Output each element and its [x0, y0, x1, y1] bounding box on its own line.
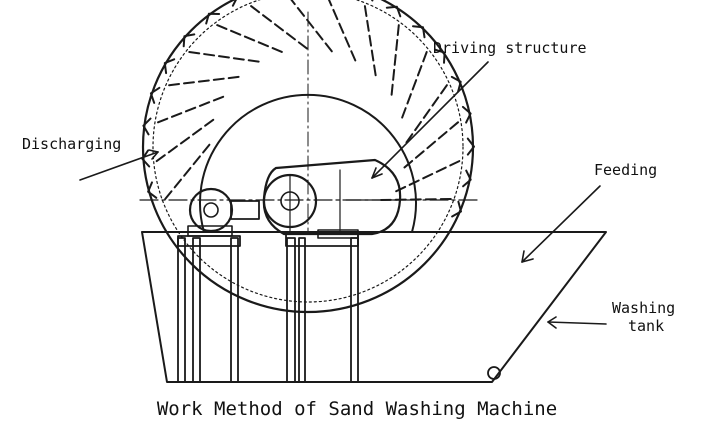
- wheel-teeth: [141, 0, 475, 218]
- wheel-tooth: [461, 105, 472, 124]
- diagram-caption: Work Method of Sand Washing Machine: [156, 398, 558, 420]
- bucket-blade: [290, 0, 334, 54]
- wheel-tooth: [451, 200, 462, 218]
- discharging-label: Discharging: [22, 135, 122, 153]
- bucket-blade: [216, 24, 284, 54]
- wheel-tooth: [205, 12, 221, 25]
- wheel-tooth: [466, 137, 475, 156]
- washing-tank-label-line1: Washing: [612, 299, 676, 317]
- bucket-blade: [164, 143, 211, 200]
- wheel-tooth: [163, 58, 176, 75]
- drive-assembly: [187, 158, 402, 239]
- washing-tank: [141, 231, 607, 383]
- bucket-blade: [188, 51, 261, 63]
- wheel-tooth: [412, 25, 426, 39]
- wheel-tooth: [385, 5, 402, 18]
- bucket-blade: [363, 5, 377, 78]
- bucket-blade: [380, 198, 452, 201]
- wheel-tooth: [182, 33, 196, 48]
- bucket-blade: [400, 51, 428, 120]
- bucket-blades: [155, 0, 461, 201]
- bucket-blade: [390, 24, 400, 97]
- washing-tank-label-line2: tank: [628, 317, 665, 335]
- driving-structure-label: Driving structure: [433, 39, 587, 57]
- bucket-blade: [402, 121, 459, 170]
- wheel-tooth: [433, 48, 446, 64]
- bucket-blade: [168, 75, 241, 87]
- wheel-tooth: [450, 75, 462, 93]
- feeding-label: Feeding: [594, 161, 658, 179]
- wheel-tooth: [141, 149, 151, 168]
- wheel-tooth: [231, 0, 237, 7]
- label-pointers: [79, 61, 607, 329]
- bucket-blade: [394, 160, 461, 193]
- bucket-blade: [250, 5, 309, 50]
- bucket-blade: [157, 95, 226, 124]
- bucket-blade: [404, 84, 448, 145]
- bucket-blade: [155, 118, 215, 163]
- wheel-tooth: [147, 181, 158, 199]
- wheel-tooth: [149, 86, 161, 104]
- wheel-tooth: [462, 169, 472, 188]
- bucket-wheel: [139, 0, 479, 314]
- bucket-blade: [327, 0, 357, 63]
- wheel-tooth: [370, 0, 374, 2]
- wheel-tooth: [142, 117, 152, 136]
